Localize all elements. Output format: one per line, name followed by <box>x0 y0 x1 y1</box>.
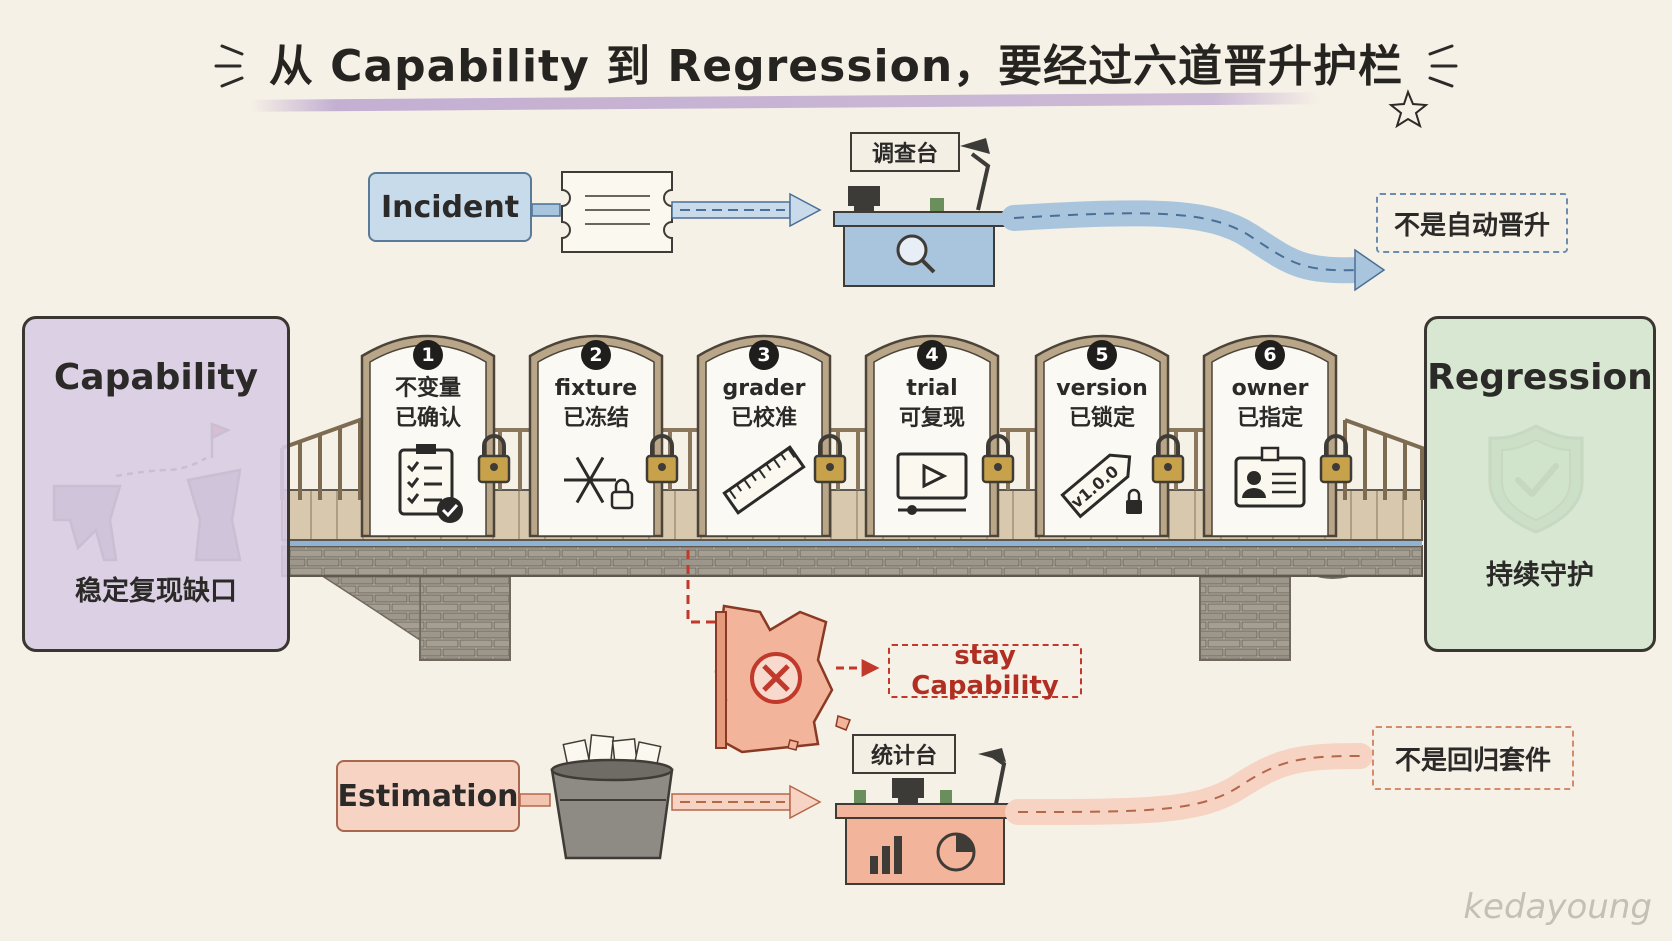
gate-line2: 已锁定 <box>1068 406 1135 431</box>
gate-line1: grader <box>722 376 806 401</box>
incident-road <box>1001 200 1373 284</box>
gate-2 <box>528 334 679 538</box>
gate-line1: 不变量 <box>394 376 461 401</box>
snowflake-lock-icon <box>564 456 634 510</box>
gate-number: 4 <box>917 340 947 370</box>
gate-number: 1 <box>413 340 443 370</box>
regression-subtitle: 持续守护 <box>1486 560 1594 591</box>
gate-number: 2 <box>581 340 611 370</box>
gates-layer: v1.0.0 <box>360 334 1353 538</box>
investigation-desk-label: 调查台 <box>850 132 960 172</box>
estimation-label: Estimation <box>336 760 520 832</box>
watermark: kedayoung <box>1463 887 1652 927</box>
gate-line1: fixture <box>554 376 638 401</box>
ruler-icon <box>722 445 806 515</box>
padlock-icon <box>981 434 1015 484</box>
gate-line2: 可复现 <box>898 406 965 431</box>
capability-title: Capability <box>53 357 259 398</box>
broken-gate-icon <box>714 604 851 754</box>
capability-subtitle: 稳定复现缺口 <box>75 576 237 607</box>
failure-dashed-line <box>686 550 724 624</box>
incident-road-arrowhead <box>1354 248 1386 292</box>
regression-panel: Regression 持续守护 <box>1424 316 1656 652</box>
estimation-road <box>1005 743 1373 825</box>
regression-title: Regression <box>1427 357 1653 398</box>
gate-6 <box>1202 334 1353 538</box>
gate-line1: trial <box>906 376 958 401</box>
gate-line2: 已确认 <box>394 406 461 431</box>
gate-line2: 已指定 <box>1236 406 1303 431</box>
incident-note: 不是自动晋升 <box>1376 193 1568 253</box>
statistics-desk-icon <box>835 748 1015 885</box>
incident-label: Incident <box>368 172 532 242</box>
star-doodle-icon <box>1388 89 1429 129</box>
gate-line2: 已冻结 <box>562 406 629 431</box>
gate-3 <box>696 334 847 538</box>
clipboard-checklist-icon <box>398 444 463 523</box>
estimation-link <box>519 793 551 807</box>
gate-line2: 已校准 <box>730 406 797 431</box>
title-sparks <box>214 44 1458 88</box>
incident-link <box>531 203 561 217</box>
failure-note: stay Capability <box>888 641 1082 701</box>
ticket-icon <box>561 171 673 253</box>
video-player-icon <box>896 452 968 515</box>
gate-1 <box>360 334 511 538</box>
estimation-note: 不是回归套件 <box>1372 726 1574 790</box>
bucket-icon <box>550 734 674 860</box>
gate-line1: owner <box>1231 376 1309 401</box>
capability-panel: Capability 稳定复现缺口 <box>22 316 290 652</box>
gate-number: 6 <box>1255 340 1285 370</box>
estimation-arrow <box>671 784 822 820</box>
gate-number: 3 <box>749 340 779 370</box>
gate-5: v1.0.0 <box>1034 334 1185 538</box>
padlock-icon <box>645 434 679 484</box>
statistics-desk-label: 统计台 <box>852 734 956 774</box>
padlock-icon <box>477 434 511 484</box>
gate-line1: version <box>1056 376 1148 401</box>
padlock-icon <box>813 434 847 484</box>
gate-number: 5 <box>1087 340 1117 370</box>
investigation-desk-icon <box>833 138 1011 287</box>
gate-4 <box>864 334 1015 538</box>
padlock-icon <box>1151 434 1185 484</box>
id-badge-icon <box>1234 446 1306 508</box>
incident-arrow <box>671 192 822 228</box>
page-title: 从 Capability 到 Regression，要经过六道晋升护栏 <box>268 41 1404 92</box>
padlock-icon <box>1319 434 1353 484</box>
